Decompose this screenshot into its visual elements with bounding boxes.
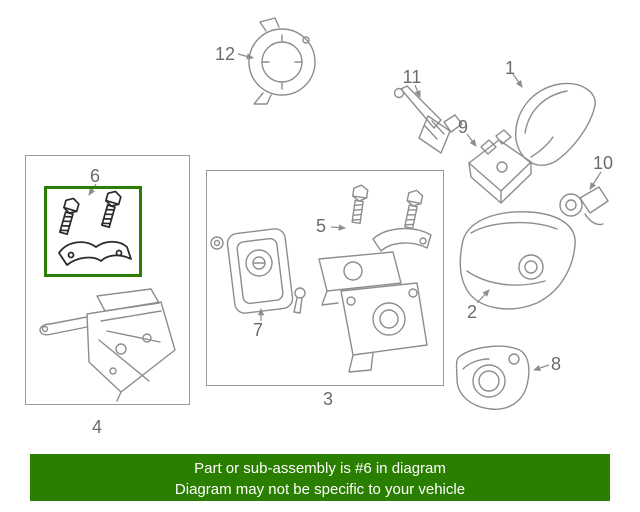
- callout-9[interactable]: 9: [457, 117, 469, 137]
- callout-8[interactable]: 8: [550, 354, 562, 374]
- group-box-part-3: [206, 170, 444, 386]
- callout-3[interactable]: 3: [322, 389, 334, 409]
- part-6-bolt-and-holder-highlighted[interactable]: [56, 188, 132, 266]
- callout-2[interactable]: 2: [466, 302, 478, 322]
- part-12-cable-reel[interactable]: [248, 17, 316, 105]
- group-box-parts-4-and-6: [25, 155, 190, 405]
- part-3-steering-lock-mechanism[interactable]: [318, 251, 428, 373]
- part-8-bracket[interactable]: [455, 345, 530, 410]
- part-4-steering-column-assembly[interactable]: [39, 288, 176, 402]
- highlight-box-part-6[interactable]: [44, 186, 142, 277]
- callout-4[interactable]: 4: [91, 417, 103, 437]
- info-banner: Part or sub-assembly is #6 in diagram Di…: [30, 454, 610, 501]
- callout-11[interactable]: 11: [402, 67, 422, 87]
- callout-5[interactable]: 5: [315, 216, 327, 236]
- callout-7[interactable]: 7: [252, 320, 264, 340]
- part-1-upper-column-cover[interactable]: [515, 82, 596, 166]
- callout-12[interactable]: 12: [214, 44, 236, 64]
- part-2-lower-column-cover[interactable]: [459, 211, 576, 310]
- part-7-ignition-lock[interactable]: [210, 228, 306, 314]
- part-5-bolts[interactable]: [348, 183, 432, 252]
- callout-6[interactable]: 6: [89, 166, 101, 186]
- banner-line1: Part or sub-assembly is #6 in diagram: [194, 460, 446, 477]
- callout-1[interactable]: 1: [504, 58, 516, 78]
- part-10-ignition-switch[interactable]: [559, 186, 609, 226]
- part-11-switch-stalk[interactable]: [393, 85, 463, 154]
- part-9-switch-housing[interactable]: [468, 129, 532, 204]
- callout-leader-lines: [88, 53, 602, 371]
- callout-10[interactable]: 10: [592, 153, 614, 173]
- banner-line2: Diagram may not be specific to your vehi…: [174, 481, 466, 498]
